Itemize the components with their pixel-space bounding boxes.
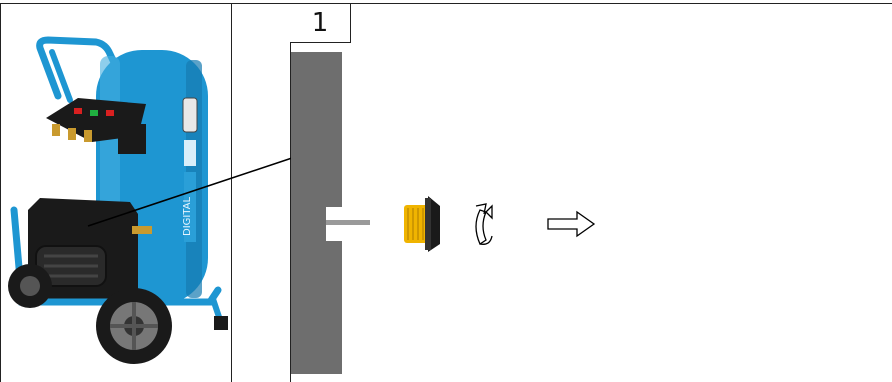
rotate-icon bbox=[475, 203, 493, 245]
step-panel-border bbox=[290, 3, 291, 382]
step-number-box: 1 bbox=[290, 4, 351, 43]
product-image-panel bbox=[0, 4, 232, 382]
left-border bbox=[0, 3, 1, 382]
arrow-right-icon bbox=[547, 210, 596, 238]
filter-cartridge-icon bbox=[404, 196, 440, 252]
compressor-image: DIGITAL bbox=[8, 36, 228, 364]
digital-label: DIGITAL bbox=[182, 196, 193, 236]
top-border bbox=[0, 3, 892, 4]
step-number: 1 bbox=[311, 8, 329, 38]
leader-line bbox=[87, 157, 293, 227]
filter-spigot bbox=[326, 220, 370, 225]
